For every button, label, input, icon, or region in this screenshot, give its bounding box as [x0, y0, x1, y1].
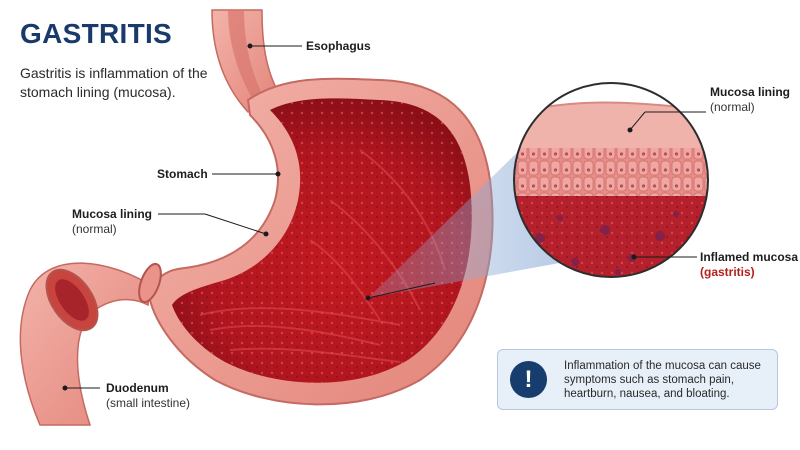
info-box-text: Inflammation of the mucosa can cause sym… — [564, 359, 769, 401]
label-duodenum-name: Duodenum — [106, 381, 169, 395]
label-mucosa-zoom-note: (normal) — [710, 100, 755, 114]
info-box: ! Inflammation of the mucosa can cause s… — [497, 349, 778, 410]
label-mucosa-zoom: Mucosa lining (normal) — [710, 85, 790, 115]
label-inflamed-note: (gastritis) — [700, 265, 755, 279]
label-mucosa-zoom-name: Mucosa lining — [710, 85, 790, 99]
label-esophagus: Esophagus — [306, 39, 371, 54]
page-title: GASTRITIS — [20, 18, 172, 50]
label-stomach: Stomach — [157, 167, 208, 182]
label-stomach-text: Stomach — [157, 167, 208, 181]
exclamation-icon: ! — [510, 361, 547, 398]
label-duodenum: Duodenum (small intestine) — [106, 381, 190, 411]
description: Gastritis is inflammation of the stomach… — [20, 64, 220, 102]
label-mucosa-left-note: (normal) — [72, 222, 117, 236]
label-inflamed-name: Inflamed mucosa — [700, 250, 798, 264]
label-inflamed-mucosa: Inflamed mucosa (gastritis) — [700, 250, 798, 280]
label-esophagus-text: Esophagus — [306, 39, 371, 53]
label-duodenum-note: (small intestine) — [106, 396, 190, 410]
label-mucosa-left: Mucosa lining (normal) — [72, 207, 152, 237]
label-mucosa-left-name: Mucosa lining — [72, 207, 152, 221]
